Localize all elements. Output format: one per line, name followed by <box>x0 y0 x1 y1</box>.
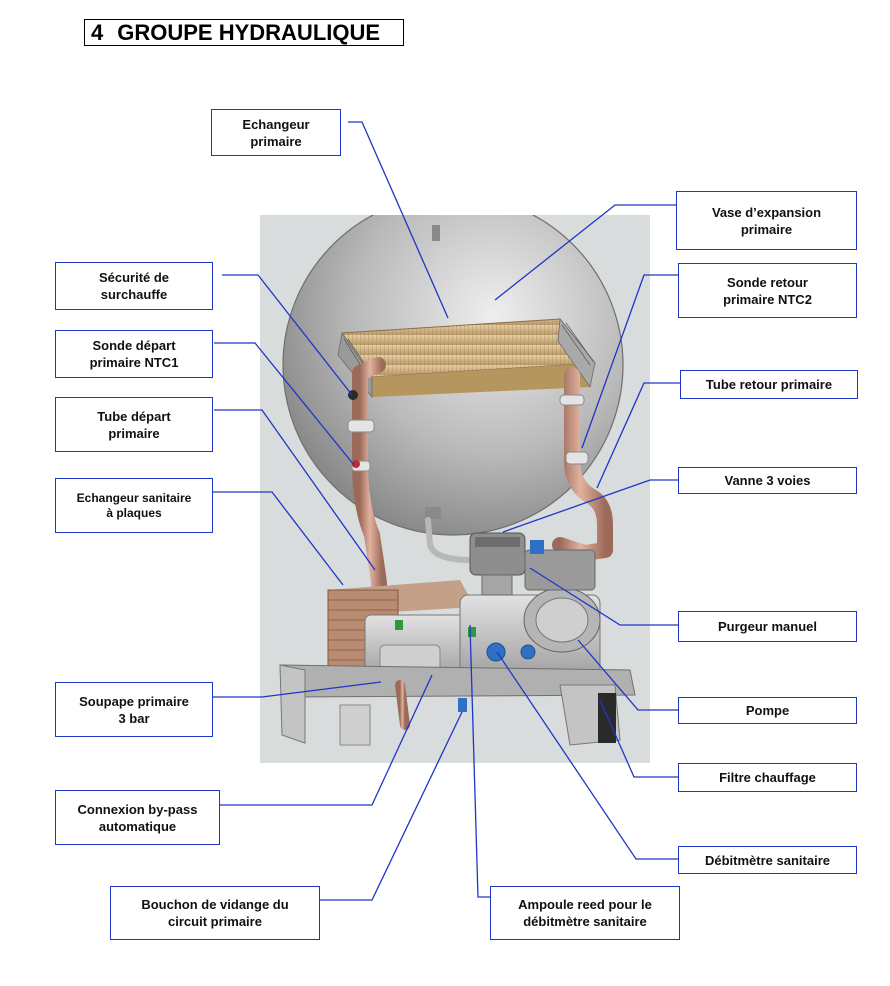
callout-filtre-chauffage: Filtre chauffage <box>678 763 857 792</box>
section-title: GROUPE HYDRAULIQUE <box>117 20 381 45</box>
section-heading: 4 GROUPE HYDRAULIQUE <box>84 19 404 46</box>
callout-pompe: Pompe <box>678 697 857 724</box>
callout-purgeur-manuel: Purgeur manuel <box>678 611 857 642</box>
callout-vanne-3-voies: Vanne 3 voies <box>678 467 857 494</box>
callout-tube-retour-primaire: Tube retour primaire <box>680 370 858 399</box>
callout-debitmetre-sanitaire: Débitmètre sanitaire <box>678 846 857 874</box>
vessel-connection-pipe <box>425 517 473 563</box>
section-number: 4 <box>91 20 104 45</box>
three-way-valve <box>469 532 526 596</box>
relief-valve-outlet <box>395 680 410 730</box>
hydraulic-group-illustration <box>260 215 650 763</box>
